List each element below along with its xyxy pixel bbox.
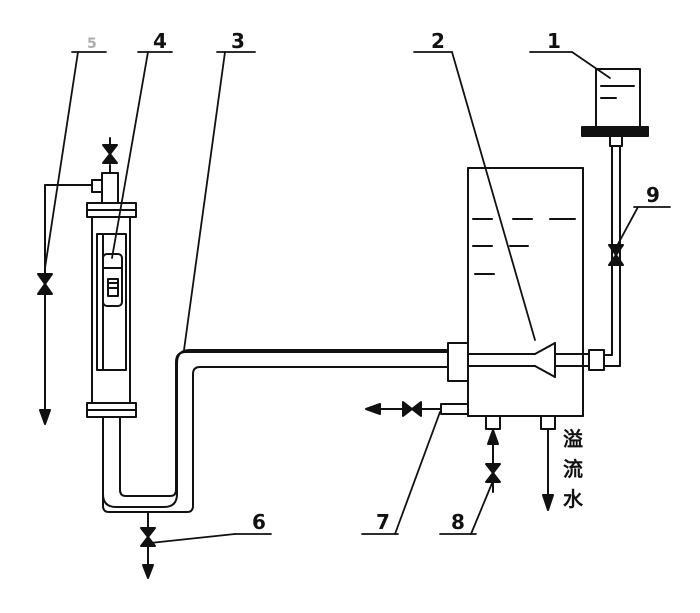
pipe-walls [102,351,449,513]
label-2: 2 [431,29,445,53]
connecting-pipe [102,349,449,508]
valve-8-icon [485,463,501,474]
label-6: 6 [252,510,266,534]
tank-side-fitting [447,342,469,382]
overflow-label-char-1: 溢 [563,427,583,451]
leader-lines [44,51,671,544]
label-3: 3 [231,29,245,53]
valve-6-icon [140,527,156,538]
inlet-arrow-icon [487,429,499,445]
column-top-tee [37,137,119,425]
overflow-label-char-2: 流 [563,457,583,481]
main-tank [467,167,584,417]
label-7: 7 [376,510,390,534]
labels: 1 2 3 4 5 9 6 7 8 溢 流 水 [87,29,660,534]
drain-6 [140,511,156,579]
label-5: 5 [87,36,97,52]
label-9: 9 [646,183,660,207]
overflow-label-char-3: 水 [563,487,584,511]
label-4: 4 [153,29,167,53]
head-tank [581,68,649,147]
label-8: 8 [451,510,465,534]
tank-bottom-outlets [485,415,556,496]
outlet-7 [365,401,469,417]
outlet-arrow-icon [365,403,381,415]
valve-9-icon [608,244,624,266]
valve-7-icon [402,401,413,417]
float-icon [102,253,123,307]
valve-5-icon [37,273,53,285]
drain-arrow-icon [142,564,154,579]
vent-valve-icon [102,144,118,155]
label-1: 1 [547,29,561,53]
overflow-arrow-icon [542,494,554,511]
nozzle [467,342,590,378]
column [86,202,137,418]
side-drain-arrow-icon [39,409,51,425]
